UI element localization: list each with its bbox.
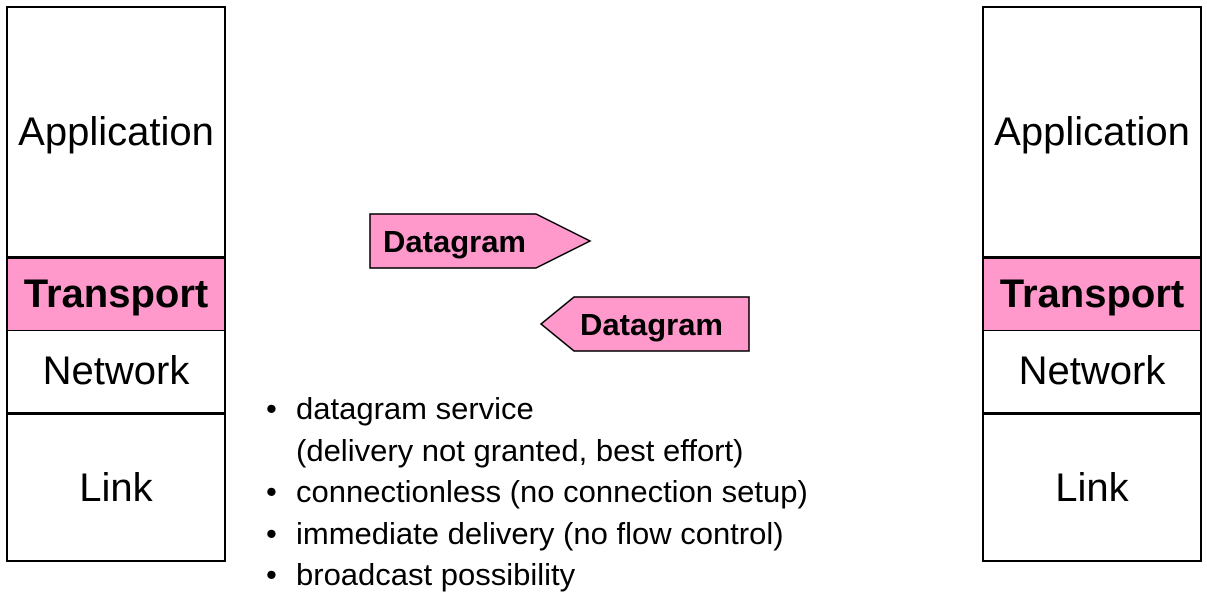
right-transport-label: Transport — [999, 272, 1185, 316]
udp-properties-list: • datagram service (delivery not granted… — [266, 388, 808, 596]
list-item-text: connectionless (no connection setup) — [296, 474, 808, 509]
datagram-backward-label: Datagram — [580, 307, 723, 342]
right-transport-layer: Transport — [984, 256, 1200, 330]
left-protocol-stack: Application Transport Network Link — [6, 6, 226, 562]
datagram-forward-shape — [369, 213, 592, 269]
right-network-label: Network — [1018, 349, 1166, 393]
left-link-label: Link — [79, 466, 153, 510]
list-item: • connectionless (no connection setup) — [266, 471, 808, 513]
right-network-layer: Network — [984, 330, 1200, 412]
list-item-text: immediate delivery (no flow control) — [296, 515, 784, 551]
right-link-label: Link — [1055, 466, 1129, 510]
datagram-backward-arrow: Datagram — [539, 296, 750, 352]
bullet-marker: • — [266, 391, 277, 426]
left-link-layer: Link — [8, 412, 224, 562]
right-application-label: Application — [994, 109, 1190, 154]
datagram-forward-label: Datagram — [383, 224, 526, 259]
bullet-marker: • — [266, 474, 277, 509]
left-application-label: Application — [18, 109, 214, 154]
right-link-layer: Link — [984, 412, 1200, 562]
left-transport-layer: Transport — [8, 256, 224, 330]
right-protocol-stack: Application Transport Network Link — [982, 6, 1202, 562]
left-transport-label: Transport — [23, 272, 209, 316]
list-item: • datagram service (delivery not granted… — [266, 388, 808, 471]
list-item-subtext: (delivery not granted, best effort) — [296, 432, 744, 468]
left-network-label: Network — [42, 349, 190, 393]
bullet-marker: • — [266, 557, 277, 592]
list-item: • immediate delivery (no flow control) — [266, 513, 808, 555]
list-item: • broadcast possibility — [266, 554, 808, 596]
list-item-text: broadcast possibility — [296, 557, 576, 592]
right-application-layer: Application — [984, 8, 1200, 256]
datagram-forward-arrow: Datagram — [369, 213, 592, 269]
datagram-backward-shape — [539, 296, 750, 352]
left-network-layer: Network — [8, 330, 224, 412]
list-item-text: datagram service — [296, 391, 534, 426]
left-application-layer: Application — [8, 8, 224, 256]
bullet-marker: • — [266, 515, 277, 551]
